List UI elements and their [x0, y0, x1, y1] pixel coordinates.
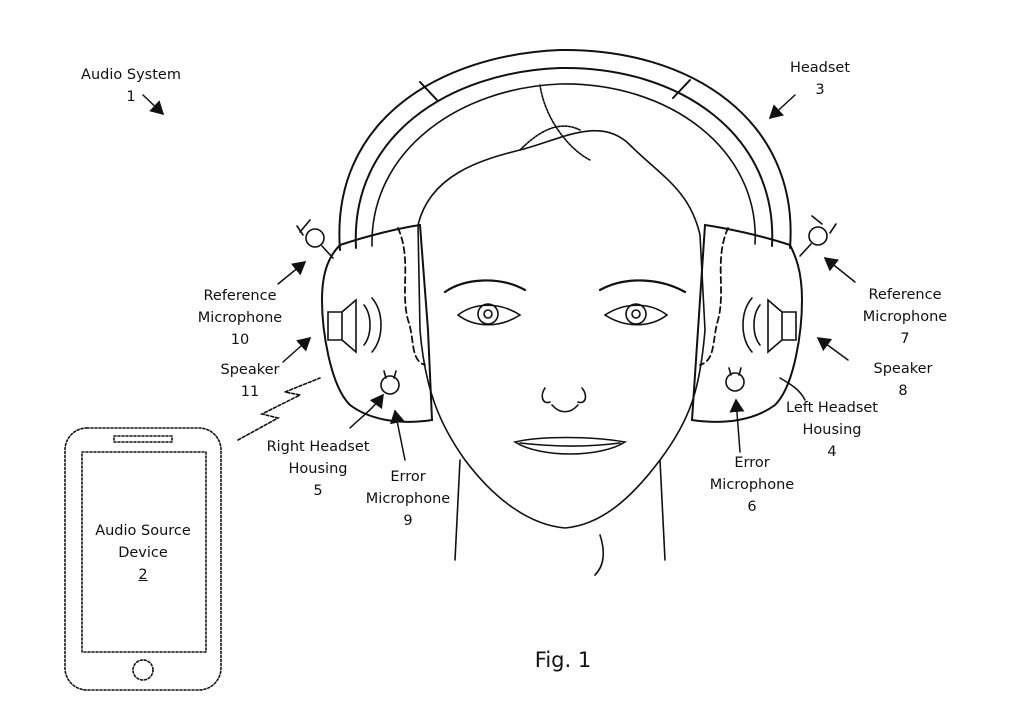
label-number: 6	[747, 499, 757, 515]
right-headset-housing	[296, 219, 434, 423]
audio-source-device	[64, 427, 222, 691]
label-text: Microphone	[709, 477, 795, 493]
label-number: 3	[815, 82, 825, 98]
label-text: Error	[734, 455, 770, 471]
label-text: Speaker	[873, 361, 933, 377]
label-text: Speaker	[220, 362, 280, 378]
face	[443, 279, 687, 455]
wireless-signal-icon	[237, 377, 321, 441]
label-text: Left Headset	[786, 400, 878, 416]
label-text: Housing	[288, 461, 348, 477]
label-text: Microphone	[365, 491, 451, 507]
label-speaker-8: Speaker 8	[874, 358, 933, 402]
label-text: Reference	[203, 288, 277, 304]
headband	[338, 48, 792, 251]
label-text: Error	[390, 469, 426, 485]
label-text: Microphone	[197, 310, 283, 326]
label-text: Audio Source	[95, 523, 191, 539]
left-headset-housing	[690, 215, 837, 423]
label-text: Right Headset	[266, 439, 370, 455]
label-text: Device	[118, 545, 168, 561]
label-number: 5	[313, 483, 323, 499]
label-number: 1	[126, 89, 136, 105]
label-number: 4	[827, 444, 837, 460]
label-text: Audio System	[81, 67, 181, 83]
label-text: Headset	[789, 60, 851, 76]
label-speaker-11: Speaker 11	[221, 359, 280, 403]
label-number: 9	[403, 513, 413, 529]
label-number: 10	[230, 332, 250, 348]
head	[417, 84, 706, 576]
figure-title: Fig. 1	[534, 648, 592, 672]
label-number: 8	[898, 383, 908, 399]
label-headset: Headset 3	[790, 57, 850, 101]
label-audio-system: Audio System 1	[81, 64, 181, 108]
label-number: 11	[240, 384, 260, 400]
label-text: Reference	[868, 287, 942, 303]
label-text: Microphone	[862, 309, 948, 325]
label-number: 2	[138, 567, 148, 583]
label-text: Housing	[802, 422, 862, 438]
leader-arrows	[142, 94, 856, 461]
label-number: 7	[900, 331, 910, 347]
